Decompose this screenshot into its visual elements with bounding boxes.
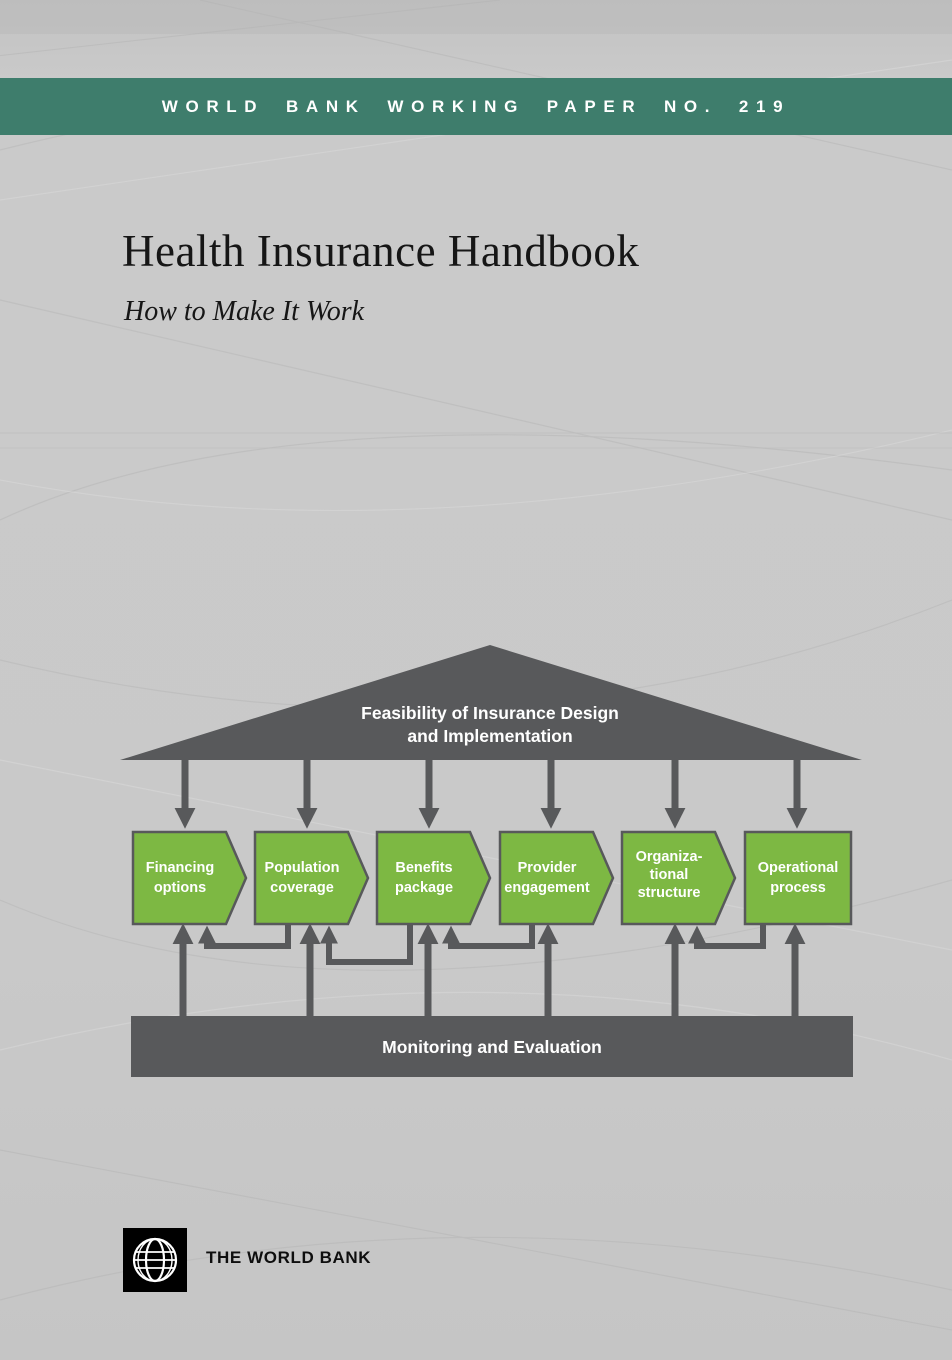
roof-label-line1: Feasibility of Insurance Design (361, 703, 619, 723)
book-subtitle: How to Make It Work (124, 296, 365, 327)
box1-label-line1: Financing (146, 860, 214, 876)
flow-box-provider-engagement (498, 830, 615, 926)
flow-box-financing-options (131, 830, 248, 926)
roof-to-box-arrows (174, 760, 808, 829)
box6-label-line2: process (770, 880, 826, 896)
feedback-arrow-box2-to-box1 (198, 924, 291, 949)
box4-label-line2: engagement (504, 880, 590, 896)
texture-dark-lines (0, 0, 952, 1331)
box5-label-line1: Organiza- (636, 849, 703, 865)
feedback-arrow-box4-to-box3 (442, 924, 535, 949)
world-bank-logo (123, 1228, 187, 1292)
box6-label-line1: Operational (758, 860, 839, 876)
flow-box-benefits-package (375, 830, 492, 926)
monitoring-bar-label: Monitoring and Evaluation (382, 1037, 602, 1057)
roof-label-line2: and Implementation (407, 726, 572, 746)
flow-box-population-coverage (253, 830, 370, 926)
feedback-arrow-box3-to-box2 (320, 924, 413, 965)
world-bank-globe-icon (132, 1237, 178, 1283)
publisher-name: THE WORLD BANK (206, 1248, 372, 1267)
box5-label-line3: structure (638, 885, 701, 901)
box4-label-line1: Provider (518, 860, 577, 876)
flow-box-operational-process (743, 830, 853, 926)
working-paper-banner-text: WORLD BANK WORKING PAPER NO. 219 (161, 96, 791, 116)
monitoring-bar (131, 1016, 853, 1077)
horizontal-seam-lines (0, 432, 952, 449)
box3-label-line1: Benefits (395, 860, 452, 876)
feedback-arrows (198, 924, 766, 965)
flow-box-labels: Financing options Population coverage Be… (146, 849, 839, 901)
working-paper-banner: WORLD BANK WORKING PAPER NO. 219 (0, 78, 952, 135)
book-title: Health Insurance Handbook (122, 226, 640, 276)
bar-to-box-arrows (172, 923, 806, 1016)
box5-label-line2: tional (650, 867, 689, 883)
box2-label-line1: Population (265, 860, 340, 876)
flow-boxes (131, 830, 853, 926)
feedback-arrow-box6-to-box5 (688, 924, 766, 949)
texture-light-lines (0, 59, 952, 1061)
top-edge-shade (0, 0, 952, 34)
box2-label-line2: coverage (270, 880, 334, 896)
box3-label-line2: package (395, 880, 453, 896)
flow-box-organizational-structure (620, 830, 737, 926)
box1-label-line2: options (154, 880, 206, 896)
roof-shape (120, 645, 862, 760)
